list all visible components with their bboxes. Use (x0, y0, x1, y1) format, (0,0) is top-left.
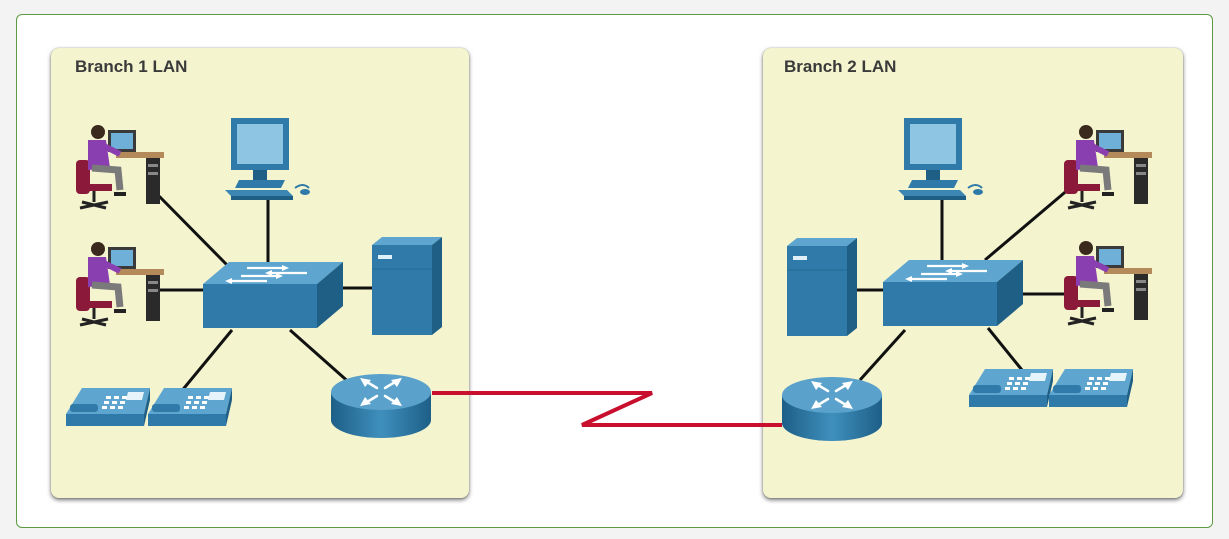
wan-link (432, 391, 782, 427)
branch-2-title: Branch 2 LAN (784, 57, 897, 76)
branch-1-title: Branch 1 LAN (75, 57, 188, 76)
branch-2-server (786, 237, 858, 337)
branch-1-ip-phone-1 (66, 388, 150, 426)
branch-2-switch (881, 258, 1025, 328)
branch-1-ip-phone-2 (148, 388, 232, 426)
branch-2-router (780, 375, 884, 443)
branch-2-user-workstation-2 (1064, 241, 1152, 324)
branch-1-user-workstation-1 (76, 125, 164, 208)
branch-1-router (329, 372, 433, 440)
branch-2-ip-phone-1 (969, 369, 1053, 407)
branch-2-user-workstation-1 (1064, 125, 1152, 208)
branch-1-server (371, 236, 443, 336)
branch-2-ip-phone-2 (1049, 369, 1133, 407)
branch-1-user-workstation-2 (76, 242, 164, 325)
branch-1-switch (201, 260, 345, 330)
branch-1-desktop-pc (224, 117, 311, 201)
branch-2-desktop-pc (897, 117, 984, 201)
